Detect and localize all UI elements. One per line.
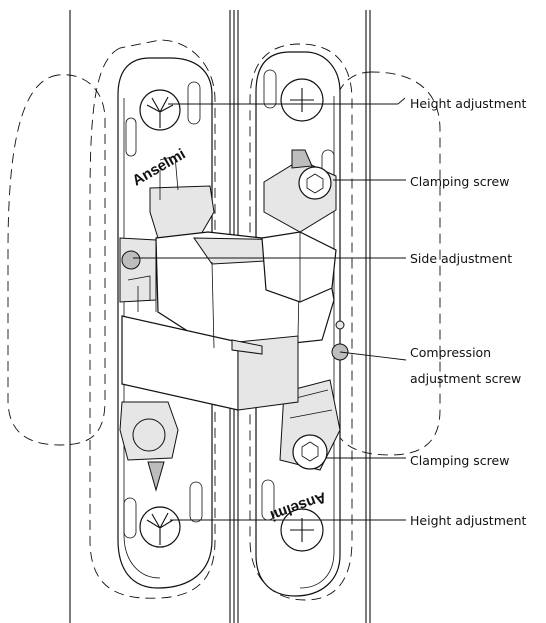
label-clamping-screw-bottom: Clamping screw (410, 453, 509, 468)
label-height-adjustment-bottom: Height adjustment (410, 513, 526, 528)
label-height-adjustment-top: Height adjustment (410, 96, 526, 111)
label-side-adjustment: Side adjustment (410, 251, 512, 266)
leader-lines (133, 97, 407, 521)
cover-cap-outlines (7, 39, 441, 601)
label-compression-line1: Compression (410, 345, 491, 360)
label-clamping-screw-top: Clamping screw (410, 174, 509, 189)
label-compression-line2: adjustment screw (410, 371, 521, 386)
hinge-arms (121, 231, 337, 411)
left-hinge-plate (117, 57, 215, 589)
